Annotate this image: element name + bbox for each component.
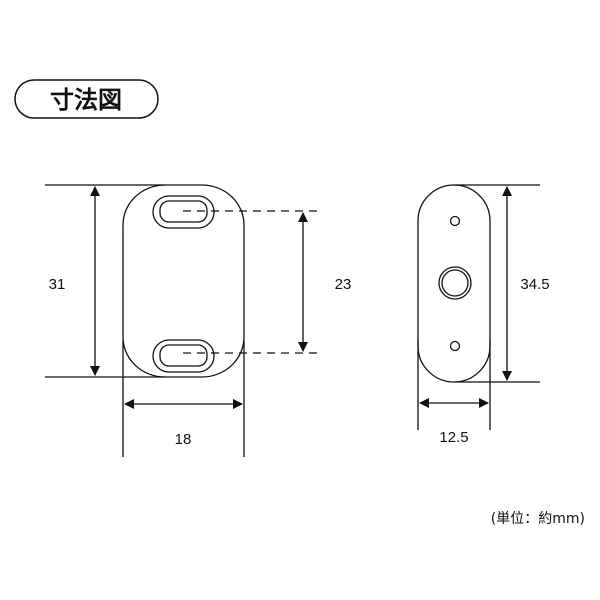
top-hole [449,215,461,227]
bottom-slot-inner [159,344,208,367]
front-height-label: 31 [49,276,66,293]
magnet-inner-ring [441,269,469,297]
top-slot-inner [159,200,208,223]
side-body [417,184,491,383]
side-height-label: 34.5 [520,276,549,293]
top-slot-outer [152,195,215,229]
unit-note: (単位：約mm) [491,511,585,527]
side-width-label: 12.5 [439,429,468,446]
front-body [122,184,245,378]
bottom-hole [449,340,461,352]
front-width-label: 18 [175,431,192,448]
bottom-slot-outer [152,339,215,373]
title-badge: 寸法図 [14,79,159,119]
slot-pitch-label: 23 [335,276,352,293]
front-view [45,184,322,457]
side-view [417,184,540,430]
magnet-outer-ring [438,266,472,300]
title-text: 寸法図 [50,86,122,114]
